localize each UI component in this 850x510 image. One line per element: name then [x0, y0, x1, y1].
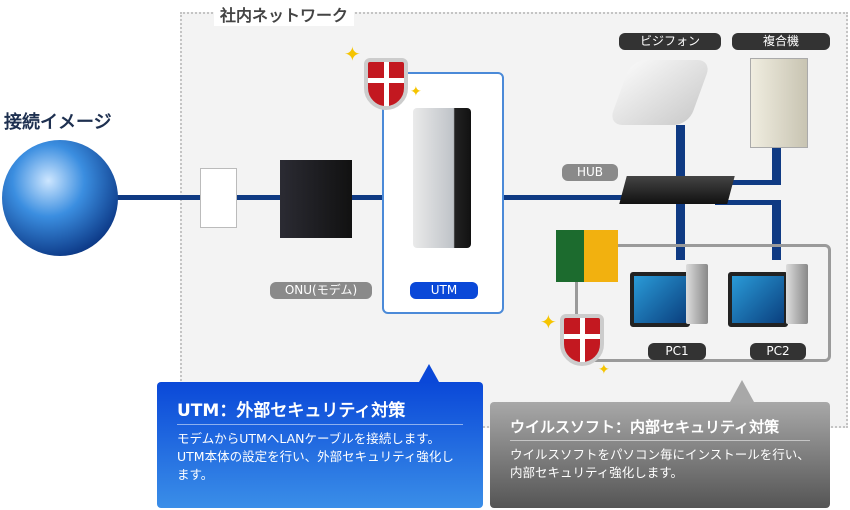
cable-mfp-h: [725, 180, 781, 185]
sparkle-icon: ✦: [344, 42, 361, 66]
pc-group-frame: [575, 244, 831, 362]
antivirus-callout-title: ウイルスソフト：内部セキュリティ対策: [510, 416, 810, 441]
shield-icon: [560, 314, 604, 366]
utm-callout-title: UTM：外部セキュリティ対策: [177, 396, 463, 425]
onu-modem-icon: [280, 160, 352, 238]
hub-label: HUB: [562, 164, 618, 181]
sparkle-icon: ✦: [410, 84, 422, 100]
internal-network-title: 社内ネットワーク: [214, 2, 355, 26]
cable-pc1: [676, 200, 685, 260]
pc2-tower-icon: [786, 264, 808, 324]
shield-icon: [364, 58, 408, 110]
phone-label: ビジフォン: [619, 33, 721, 50]
antivirus-software-icon: [556, 230, 618, 282]
pc2-monitor-icon: [728, 272, 788, 327]
utm-device-icon: [413, 108, 471, 248]
diagram-title: 接続イメージ: [4, 112, 112, 133]
cable-mfp: [772, 140, 781, 185]
sparkle-icon: ✦: [598, 362, 610, 378]
mfp-label: 複合機: [732, 33, 830, 50]
utm-label: UTM: [410, 282, 478, 299]
pc1-monitor-icon: [630, 272, 690, 327]
internet-globe-icon: [2, 140, 118, 256]
pc1-label: PC1: [648, 343, 706, 360]
wall-socket-icon: [200, 168, 237, 228]
antivirus-callout-body: ウイルスソフトをパソコン毎にインストールを行い、内部セキュリティ強化します。: [510, 447, 810, 480]
multifunction-printer-icon: [750, 58, 808, 148]
lan-cable-main: [110, 195, 625, 200]
cable-pc2-h: [715, 200, 781, 205]
utm-callout-body: モデムからUTMへLANケーブルを接続します。UTM本体の設定を行い、外部セキュ…: [177, 431, 454, 482]
hub-switch-icon: [619, 176, 735, 204]
onu-label: ONU(モデム): [270, 282, 372, 299]
antivirus-callout: ウイルスソフト：内部セキュリティ対策 ウイルスソフトをパソコン毎にインストールを…: [490, 380, 830, 508]
pc1-tower-icon: [686, 264, 708, 324]
cable-pc2: [772, 200, 781, 260]
utm-callout: UTM：外部セキュリティ対策 モデムからUTMへLANケーブルを接続します。UT…: [157, 364, 483, 508]
pc2-label: PC2: [750, 343, 806, 360]
cable-phone: [676, 125, 685, 180]
sparkle-icon: ✦: [540, 310, 557, 334]
